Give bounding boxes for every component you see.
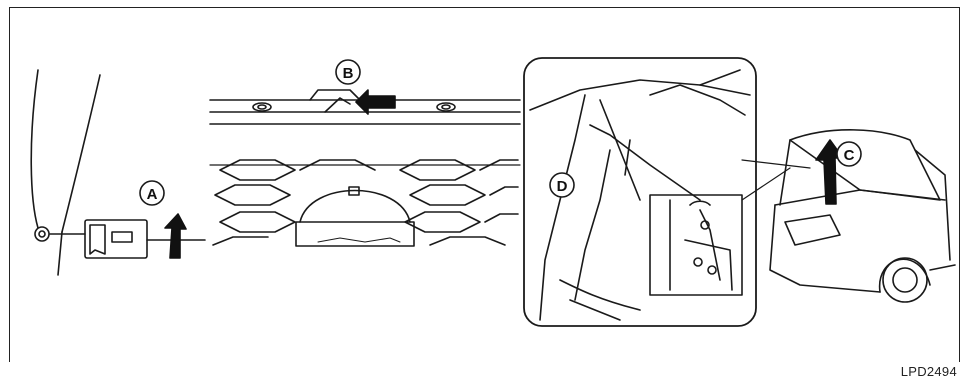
callout-c-label: C <box>844 147 855 164</box>
callout-a-label: A <box>147 186 158 203</box>
pull-arrow-a <box>165 214 186 258</box>
grille-panel <box>210 90 520 246</box>
figure-code: LPD2494 <box>901 364 957 379</box>
release-lever-handle <box>90 225 105 254</box>
callout-b: B <box>336 60 360 84</box>
vehicle-panel <box>770 130 955 302</box>
interior-lever-panel <box>31 70 205 275</box>
callout-d: D <box>550 173 574 197</box>
callout-c: C <box>837 142 861 166</box>
callout-a: A <box>140 181 164 205</box>
callout-d-label: D <box>557 178 568 195</box>
callout-b-label: B <box>343 65 354 82</box>
push-arrow-b <box>356 90 395 114</box>
